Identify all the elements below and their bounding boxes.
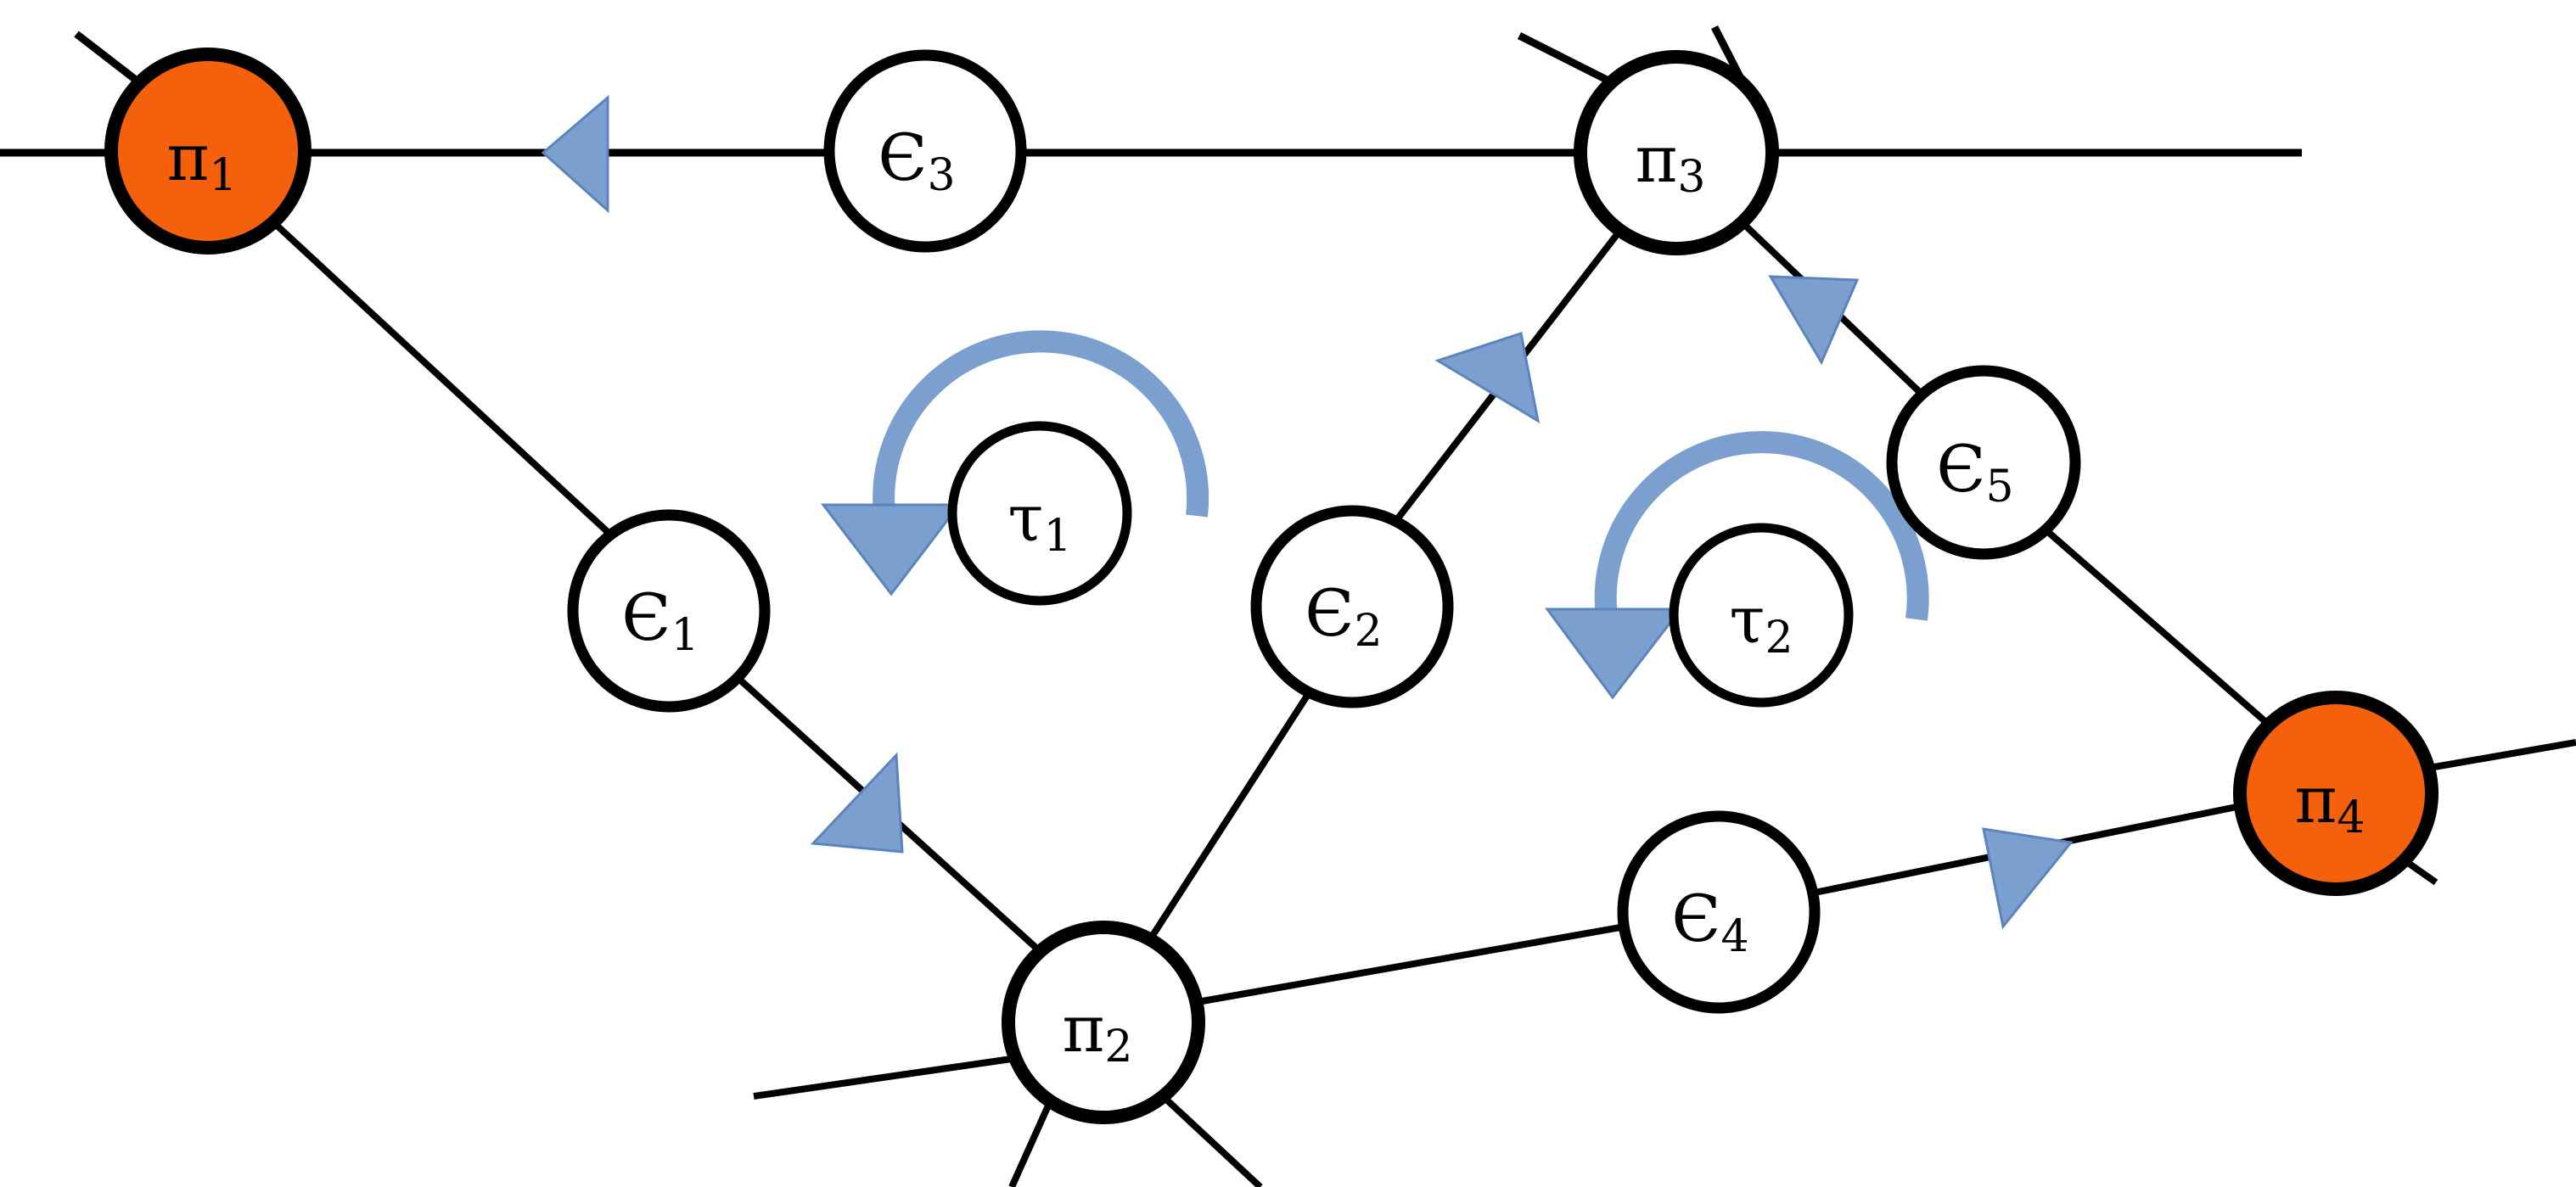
eps5-circle[interactable] [1886,365,2081,560]
node-eps1[interactable]: Є1 [567,509,771,713]
node-tau1[interactable]: τ1 [947,421,1132,606]
edge-layer [0,25,2576,1187]
node-pi2[interactable]: π2 [1002,921,1205,1124]
eps4-circle[interactable] [1617,810,1821,1014]
node-eps3[interactable]: Є3 [823,49,1027,253]
pi3-circle[interactable] [1574,50,1779,255]
node-eps5[interactable]: Є5 [1886,365,2081,560]
edge-pi3-upleft-stub [1517,31,1619,89]
arrowhead-eps2-to-pi3 [1434,332,1541,424]
node-pi1[interactable]: π1 [104,48,311,255]
arrowhead-eps1-to-pi2 [810,752,904,854]
pi2-circle[interactable] [1002,921,1205,1124]
edge-pi1-to-eps1 [269,218,622,546]
edge-pi2-to-eps4 [1192,923,1626,1006]
node-pi4[interactable]: π4 [2233,691,2439,896]
eps3-circle[interactable] [823,49,1027,253]
tau-node-layer: τ1 τ2 [947,421,1854,708]
tau1-circle[interactable] [947,421,1132,606]
arrowhead-eps4-to-pi4 [1982,827,2074,930]
pi1-circle[interactable] [104,48,311,255]
tau2-loop-arc [1594,431,1929,621]
tau2-circle[interactable] [1669,523,1854,708]
edge-pi2-lowleft-stub [753,1055,1013,1100]
node-pi3[interactable]: π3 [1574,50,1779,255]
pi4-circle[interactable] [2233,691,2439,896]
edge-pi2-down1-stub [1008,1095,1056,1187]
edge-pi4-right-stub [2428,739,2576,771]
eps2-circle[interactable] [1250,505,1454,708]
tau1-loop-arc [873,330,1209,518]
eps1-circle[interactable] [567,509,771,713]
arrowhead-layer [541,94,2074,930]
place-node-layer: π1 π2 π3 π4 [104,48,2439,1124]
self-loop-layer [820,330,1929,700]
node-eps2[interactable]: Є2 [1250,505,1454,708]
edge-pi2-down2-stub [1160,1094,1263,1187]
tau1-loop-arrowhead [820,503,962,596]
edge-eps5-to-pi4 [2039,523,2277,733]
node-tau2[interactable]: τ2 [1669,523,1854,708]
tau2-loop-arrowhead [1545,607,1684,700]
arrowhead-pi3-to-eps5 [1768,275,1860,366]
edge-pi2-to-eps2 [1142,693,1310,949]
arrowhead-eps3-to-pi1 [541,94,609,214]
transition-node-layer: Є1 Є2 Є3 Є4 [567,49,2081,1014]
node-eps4[interactable]: Є4 [1617,810,1821,1014]
